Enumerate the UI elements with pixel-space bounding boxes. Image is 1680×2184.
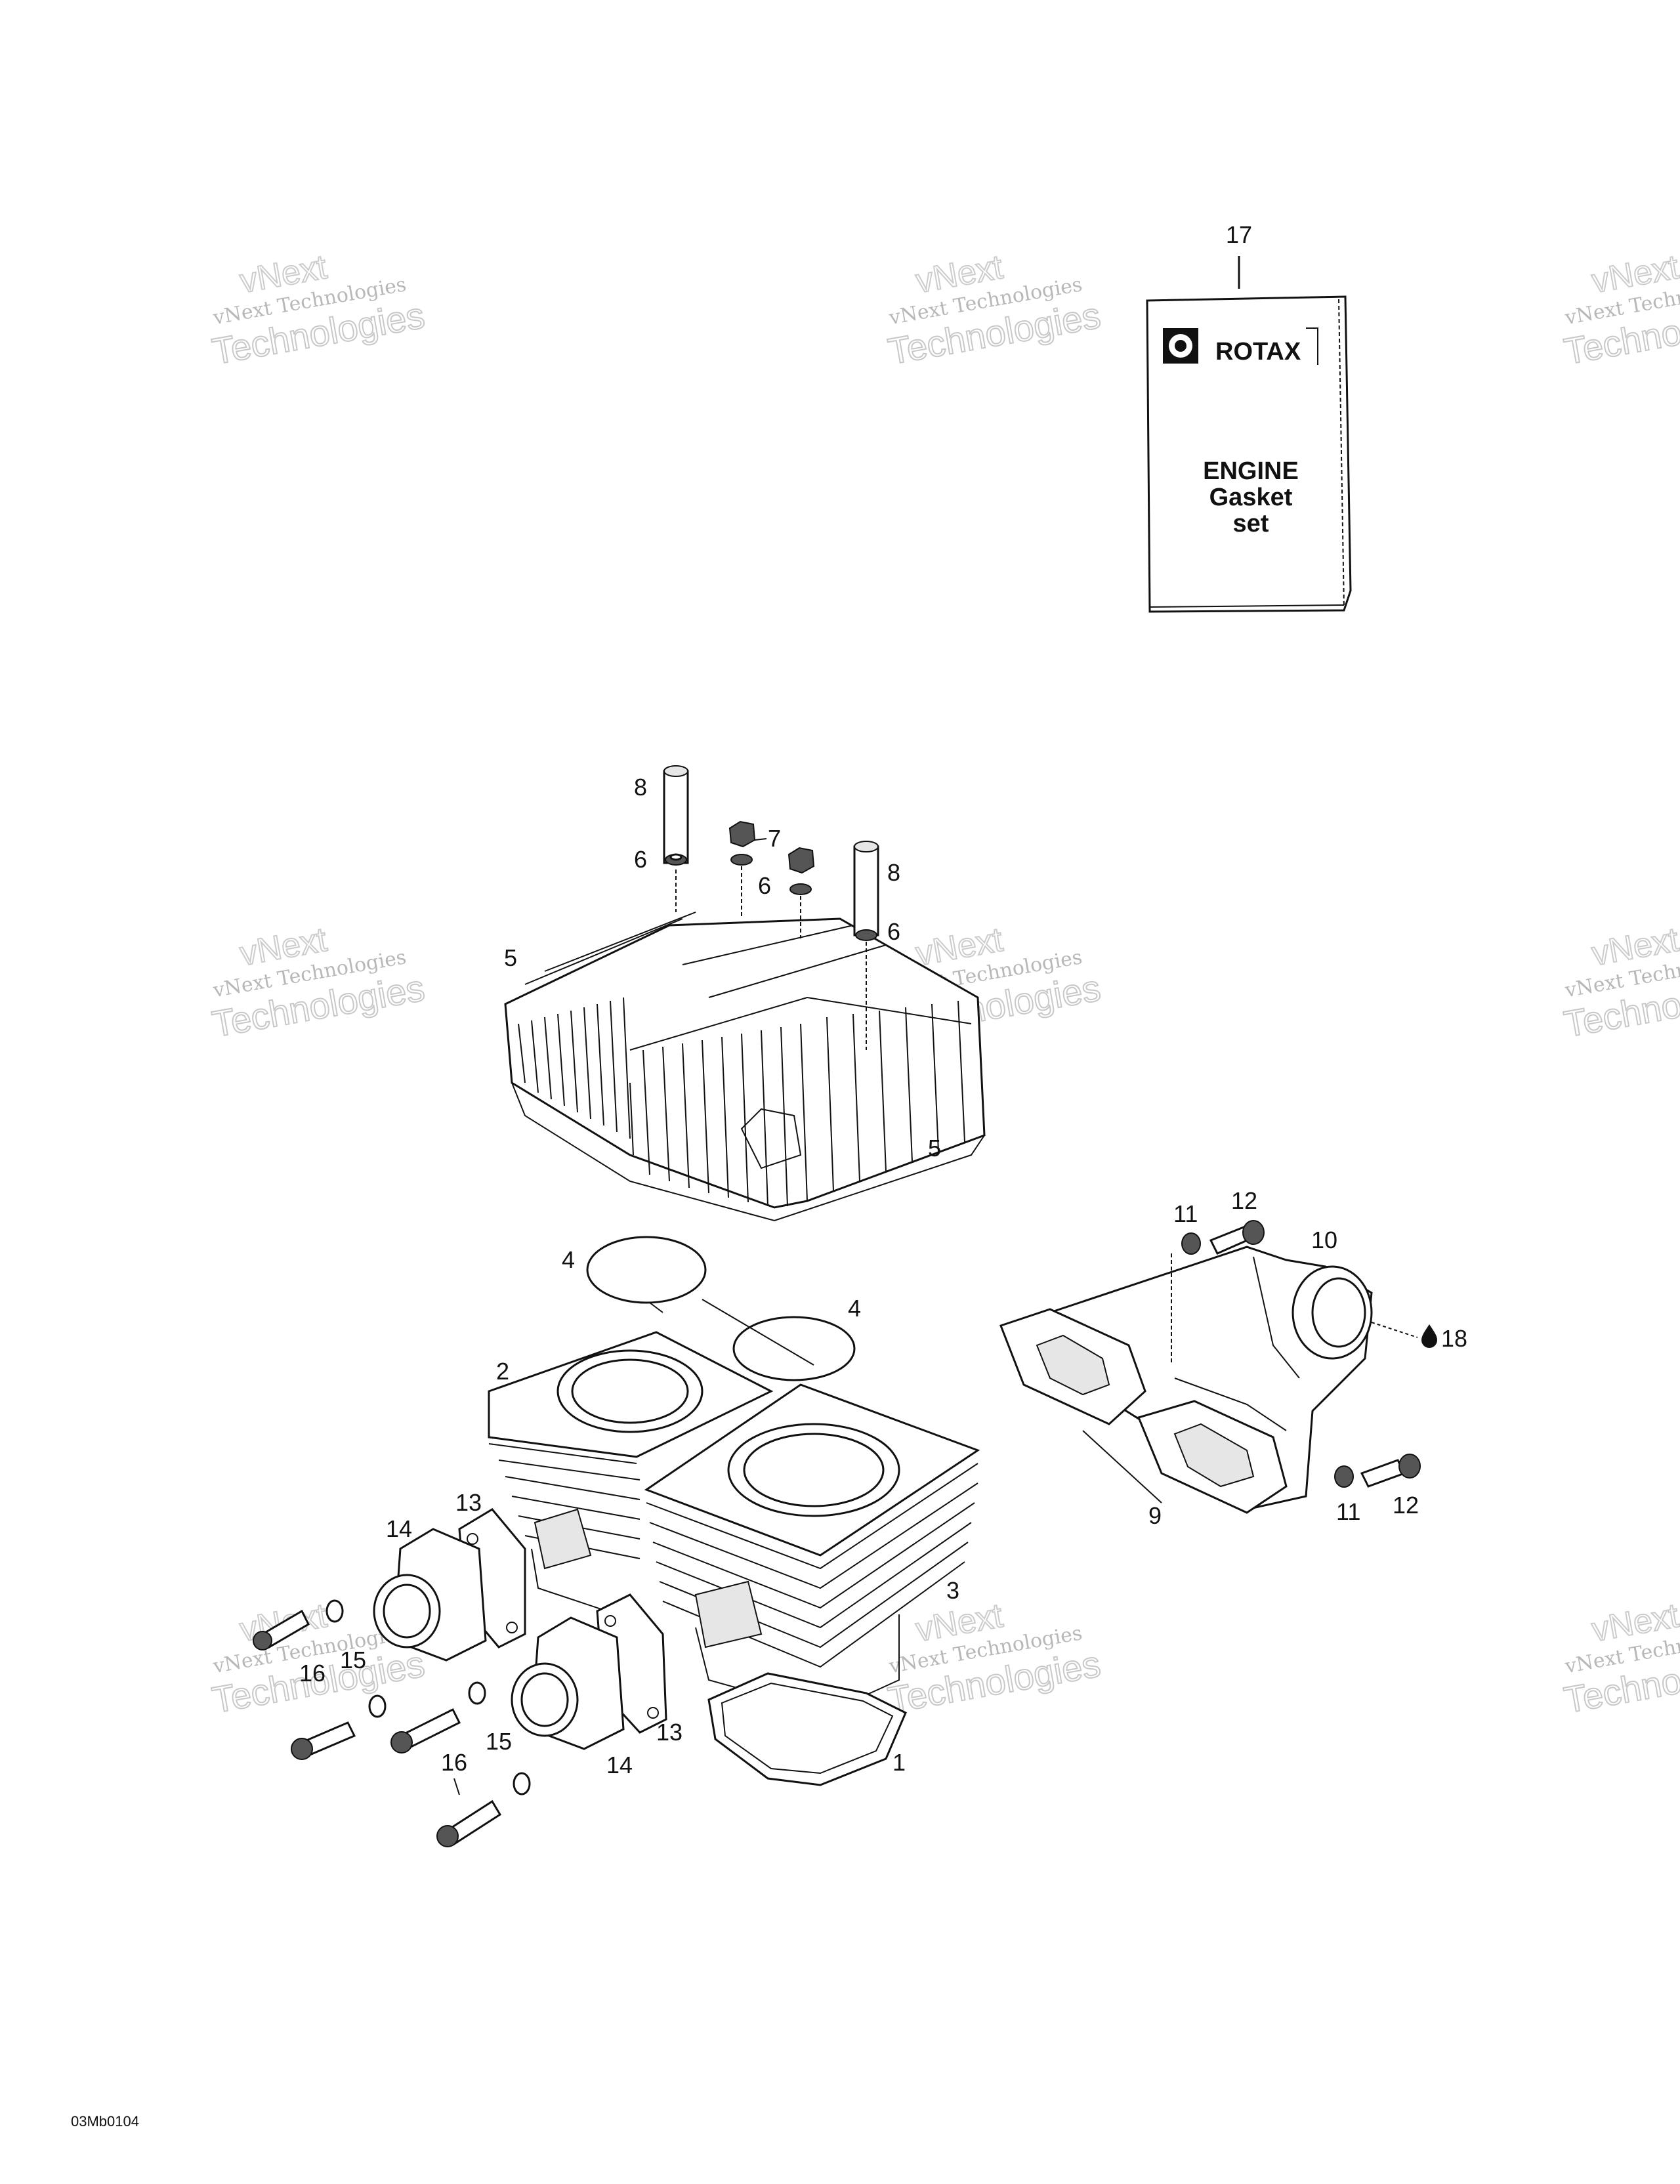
watermark: vNext vNext Technologies Technologies <box>209 247 429 373</box>
socket-bolt-4[interactable] <box>436 1799 502 1847</box>
watermark: vNext vNext Technologies Technologies <box>1561 1596 1680 1721</box>
callout-8: 8 <box>634 774 647 801</box>
oil-drop-icon <box>1371 1322 1437 1348</box>
callout-4: 4 <box>848 1295 861 1322</box>
callout-14: 14 <box>386 1515 412 1542</box>
callout-9: 9 <box>1148 1502 1162 1529</box>
lock-washer-1[interactable] <box>326 1599 344 1623</box>
callout-12: 12 <box>1393 1492 1419 1519</box>
callout-15: 15 <box>486 1728 512 1755</box>
callout-8: 8 <box>887 859 900 886</box>
callout-11: 11 <box>1173 1200 1198 1227</box>
callout-11: 11 <box>1336 1498 1360 1525</box>
callout-7: 7 <box>768 825 781 852</box>
cylinder-head[interactable] <box>504 912 986 1222</box>
callout-16: 16 <box>299 1660 326 1687</box>
callout-15: 15 <box>340 1647 366 1673</box>
manifold-bolt-lower[interactable] <box>1334 1454 1421 1488</box>
callout-16: 16 <box>441 1749 467 1776</box>
kit-line-3: set <box>1233 510 1269 537</box>
exhaust-gasket-upper[interactable] <box>999 1308 1146 1425</box>
nut-right[interactable] <box>788 847 815 938</box>
intake-socket-left[interactable] <box>373 1528 487 1662</box>
stud-right[interactable] <box>853 841 879 1050</box>
callout-13: 13 <box>455 1489 482 1516</box>
nut-center[interactable] <box>728 820 756 919</box>
socket-bolt-2[interactable] <box>291 1721 356 1760</box>
socket-bolt-3[interactable] <box>390 1708 461 1754</box>
callout-5: 5 <box>504 944 517 971</box>
o-ring-left[interactable] <box>586 1236 707 1313</box>
cylinder-right[interactable] <box>644 1383 980 1714</box>
watermark: vNext vNext Technologies Technologies <box>209 920 429 1045</box>
callout-6: 6 <box>887 918 900 945</box>
socket-bolt-1[interactable] <box>253 1609 310 1650</box>
gear-logo-icon <box>1163 328 1198 364</box>
lock-washer-2[interactable] <box>368 1694 387 1718</box>
stud-left[interactable] <box>663 765 689 912</box>
lock-washer-3[interactable] <box>468 1681 486 1705</box>
drawing-code: 03Mb0104 <box>71 2113 139 2130</box>
kit-brand: ROTAX <box>1215 338 1301 366</box>
gasket-set-booklet[interactable]: ROTAX ENGINE Gasket set <box>1146 256 1352 613</box>
callout-12: 12 <box>1231 1187 1257 1214</box>
watermark: vNext vNext Technologies Technologies <box>1561 247 1680 373</box>
callout-14: 14 <box>606 1752 633 1778</box>
callout-10: 10 <box>1311 1227 1337 1253</box>
watermark: vNext vNext Technologies Technologies <box>885 247 1104 373</box>
exhaust-manifold[interactable] <box>1048 1246 1373 1511</box>
callout-6: 6 <box>758 872 771 899</box>
exhaust-gasket-lower[interactable] <box>1082 1400 1288 1514</box>
callout-3: 3 <box>946 1577 959 1604</box>
base-gasket[interactable] <box>707 1672 907 1786</box>
manifold-bolt-upper[interactable] <box>1171 1220 1265 1365</box>
washer-left[interactable] <box>665 853 687 866</box>
kit-line-1: ENGINE <box>1203 457 1299 485</box>
callout-5: 5 <box>928 1135 941 1162</box>
callout-1: 1 <box>892 1749 906 1776</box>
callout-18: 18 <box>1441 1325 1467 1352</box>
callout-4: 4 <box>562 1246 575 1273</box>
callout-group: 17 8 6 7 6 8 6 5 5 4 4 2 3 1 11 12 10 18… <box>299 221 1467 1796</box>
o-ring-right[interactable] <box>702 1299 856 1381</box>
callout-17: 17 <box>1226 221 1252 248</box>
callout-13: 13 <box>656 1719 682 1746</box>
kit-line-2: Gasket <box>1209 484 1293 511</box>
intake-socket-right[interactable] <box>511 1616 625 1750</box>
callout-6: 6 <box>634 846 647 873</box>
lock-washer-4[interactable] <box>513 1772 531 1796</box>
watermark: vNext vNext Technologies Technologies <box>1561 920 1680 1045</box>
callout-2: 2 <box>496 1358 509 1385</box>
